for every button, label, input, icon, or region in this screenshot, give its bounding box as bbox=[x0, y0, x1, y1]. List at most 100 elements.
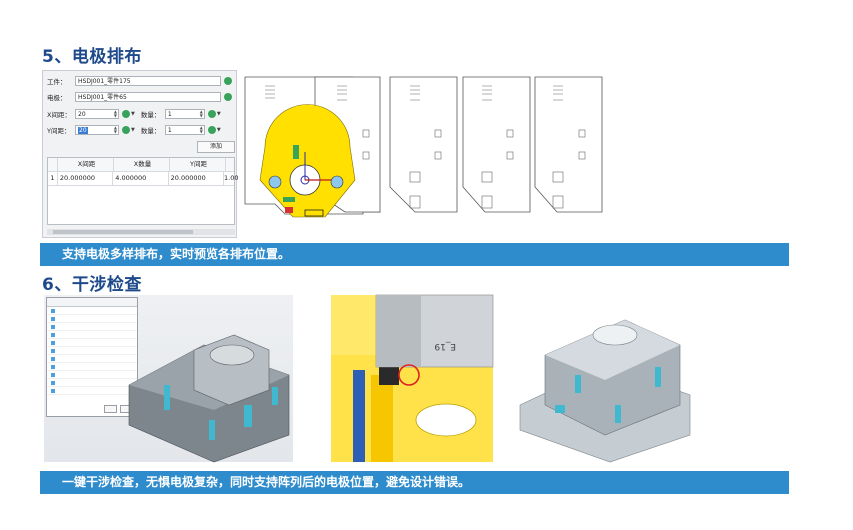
hole bbox=[434, 151, 442, 160]
hole bbox=[434, 129, 442, 138]
spinner-arrow-icon[interactable]: ▲▼ bbox=[113, 124, 117, 134]
list-item[interactable] bbox=[47, 315, 137, 323]
cell-x-spacing[interactable]: 20.000000 bbox=[58, 172, 114, 185]
core-cylinder bbox=[209, 344, 255, 366]
spinner-arrow-icon[interactable]: ▲▼ bbox=[113, 108, 117, 118]
green-electrode bbox=[283, 197, 295, 202]
list-item[interactable] bbox=[47, 379, 137, 387]
interference-marker bbox=[398, 364, 420, 386]
highlight-electrode bbox=[304, 209, 324, 217]
green-electrode bbox=[293, 145, 299, 159]
red-electrode bbox=[285, 207, 293, 213]
cyan-electrode bbox=[164, 385, 170, 410]
header-x-count: X数量 bbox=[114, 158, 170, 171]
dropdown-arrow-icon[interactable]: ▼ bbox=[216, 126, 221, 133]
bore bbox=[415, 403, 477, 437]
horizontal-scrollbar[interactable] bbox=[47, 229, 235, 235]
table-row[interactable]: 1 20.000000 4.000000 20.000000 1.00 bbox=[48, 172, 239, 186]
x-count-value: 1 bbox=[167, 110, 172, 118]
section-title-electrode-layout: 5、电极排布 bbox=[42, 47, 142, 67]
y-spacing-value: 20 bbox=[78, 126, 88, 134]
green-ball-icon[interactable] bbox=[122, 109, 130, 118]
workpiece-row: 工件： HSDJ001_零件175 bbox=[47, 75, 232, 86]
yellow-ring bbox=[259, 104, 356, 218]
yellow-electrode-assembly bbox=[259, 104, 356, 218]
hole bbox=[578, 129, 586, 138]
x-spacing-input[interactable]: 20▲▼ bbox=[75, 108, 119, 119]
select-workpiece-icon[interactable] bbox=[224, 76, 232, 85]
add-button[interactable]: 添加 bbox=[197, 141, 235, 153]
list-item[interactable] bbox=[47, 355, 137, 363]
spinner-arrow-icon[interactable]: ▲▼ bbox=[199, 124, 203, 134]
list-item[interactable] bbox=[47, 371, 137, 379]
section5-caption-banner: 支持电极多样排布，实时预览各排布位置。 bbox=[40, 243, 789, 266]
slot-marks bbox=[265, 85, 563, 101]
list-item[interactable] bbox=[47, 363, 137, 371]
cell-x-count[interactable]: 4.000000 bbox=[113, 172, 169, 185]
side-hole bbox=[330, 175, 344, 189]
green-ball-icon[interactable] bbox=[207, 109, 216, 118]
gray-block-face bbox=[376, 295, 421, 367]
mold-3d-view bbox=[128, 334, 290, 463]
mold-plate bbox=[534, 76, 603, 213]
hole bbox=[506, 129, 514, 138]
cyan-electrode bbox=[209, 420, 215, 440]
list-item[interactable] bbox=[47, 307, 137, 315]
dropdown-arrow-icon[interactable]: ▼ bbox=[131, 126, 135, 133]
green-ball-icon[interactable] bbox=[122, 125, 130, 134]
spinner-arrow-icon[interactable]: ▲▼ bbox=[199, 108, 203, 118]
electrode-icon bbox=[51, 308, 55, 313]
x-spacing-label: X间距： bbox=[47, 110, 71, 119]
pocket bbox=[552, 171, 564, 183]
mold-plate bbox=[462, 76, 531, 213]
y-count-input[interactable]: 1 ▲▼ bbox=[164, 124, 205, 135]
electrode-icon bbox=[51, 356, 55, 361]
header-x-spacing: X间距 bbox=[58, 158, 114, 171]
y-spacing-row: Y间距： 20▲▼ ▼ 数量： 1▲▼ ▼ bbox=[47, 124, 221, 135]
workpiece-field[interactable]: HSDJ001_零件175 bbox=[75, 75, 221, 86]
electrode-icon bbox=[51, 348, 55, 353]
electrode-icon bbox=[51, 372, 55, 377]
select-electrode-icon[interactable] bbox=[224, 92, 232, 101]
cell-y-count[interactable]: 1.00 bbox=[224, 174, 239, 182]
hole bbox=[578, 151, 586, 160]
electrode-layout-preview bbox=[244, 76, 603, 218]
list-item[interactable] bbox=[47, 323, 137, 331]
electrode-icon bbox=[51, 324, 55, 329]
check-button[interactable] bbox=[104, 405, 117, 413]
header-index bbox=[48, 158, 58, 171]
scrollbar-thumb[interactable] bbox=[53, 230, 193, 234]
array-electrode-screenshot bbox=[515, 295, 695, 463]
x-count-input[interactable]: 1 ▲▼ bbox=[164, 108, 205, 119]
pocket bbox=[409, 171, 421, 183]
electrode-layout-dialog: 工件： HSDJ001_零件175 电极： HSDJ001_零件65 X间距： … bbox=[42, 70, 239, 238]
cyan-electrode bbox=[555, 405, 565, 413]
pocket bbox=[552, 195, 564, 209]
core-cylinder bbox=[592, 324, 638, 346]
dropdown-arrow-icon[interactable]: ▼ bbox=[216, 110, 221, 117]
plate-features bbox=[265, 85, 586, 209]
list-item[interactable] bbox=[47, 387, 137, 395]
header-y-spacing: Y间距 bbox=[170, 158, 226, 171]
list-item[interactable] bbox=[47, 339, 137, 347]
cyan-electrode bbox=[575, 375, 581, 393]
y-count-label: 数量： bbox=[140, 126, 161, 135]
green-ball-icon[interactable] bbox=[207, 125, 216, 134]
cyan-electrode bbox=[615, 405, 621, 423]
cell-y-spacing[interactable]: 20.000000 bbox=[169, 172, 225, 185]
electrode-icon bbox=[51, 340, 55, 345]
section6-caption-banner: 一键干涉检查，无惧电极复杂，同时支持阵列后的电极位置，避免设计错误。 bbox=[40, 471, 789, 494]
list-item[interactable] bbox=[47, 347, 137, 355]
cyan-electrode bbox=[272, 387, 278, 405]
interference-result-list bbox=[46, 297, 138, 417]
layout-table: X间距 X数量 Y间距 1 20.000000 4.000000 20.0000… bbox=[47, 157, 239, 225]
list-item[interactable] bbox=[47, 331, 137, 339]
electrode-icon bbox=[51, 388, 55, 393]
y-count-value: 1 bbox=[167, 126, 172, 134]
x-count-label: 数量： bbox=[140, 110, 161, 119]
electrode-field[interactable]: HSDJ001_零件65 bbox=[75, 91, 221, 102]
dropdown-arrow-icon[interactable]: ▼ bbox=[131, 110, 135, 117]
list-header bbox=[47, 298, 137, 307]
electrode-icon bbox=[51, 332, 55, 337]
y-spacing-input[interactable]: 20 ▲▼ bbox=[75, 124, 119, 135]
